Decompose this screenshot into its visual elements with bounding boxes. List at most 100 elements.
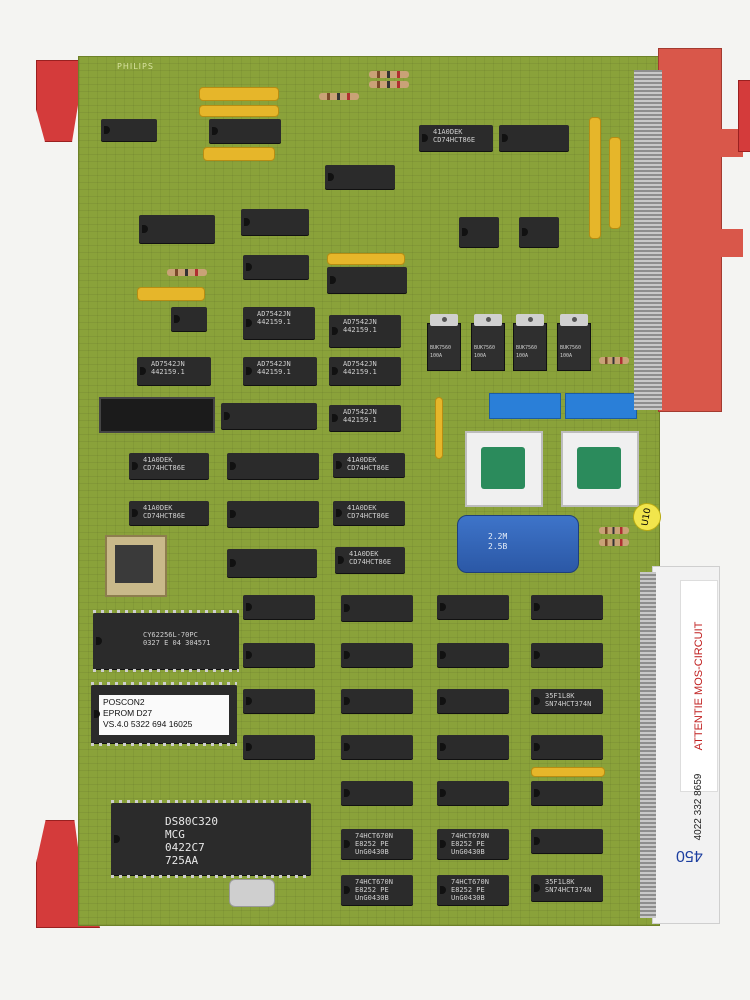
ic-chip	[437, 689, 509, 713]
chip-label: 41A0DEK CD74HCT86E	[347, 456, 390, 472]
transformer	[465, 431, 543, 507]
eprom-label: POSCON2 EPROM D27 VS.4.0 5322 694 16025	[99, 695, 229, 735]
regulator-transistor: BUK7560 100A	[557, 314, 591, 371]
chip-label: 35F1L8K SN74HCT374N	[545, 878, 592, 894]
warning-label: ATTENTIE MOS-CIRCUIT	[680, 580, 718, 792]
ic-chip	[531, 735, 603, 759]
regulator-transistor: BUK7560 100A	[427, 314, 461, 371]
ic-chip	[139, 215, 215, 243]
handwritten-number: 450	[676, 847, 703, 864]
ic-chip	[325, 165, 395, 189]
ic-chip: 41A0DEK CD74HCT86E	[333, 453, 405, 477]
chip-label: AD7542JN 442159.1	[343, 360, 377, 376]
resistor	[599, 357, 629, 364]
ic-chip	[531, 781, 603, 805]
resistor	[599, 539, 629, 546]
ic-chip: 41A0DEK CD74HCT86E	[333, 501, 405, 525]
regulator-transistor: BUK7560 100A	[471, 314, 505, 371]
ic-chip-hct670: 74HCT670N E8252 PE UnG0430B	[341, 875, 413, 905]
chip-label: 74HCT670N E8252 PE UnG0430B	[451, 832, 489, 856]
ic-chip	[101, 119, 157, 141]
ic-chip	[171, 307, 207, 331]
capacitor	[435, 397, 443, 459]
capacitor	[609, 137, 621, 229]
ic-chip	[531, 643, 603, 667]
ic-chip	[341, 643, 413, 667]
resistor	[599, 527, 629, 534]
eprom-label-line: POSCON2	[103, 697, 145, 707]
chip-label: AD7542JN 442159.1	[257, 360, 291, 376]
ic-chip	[227, 549, 317, 577]
ic-chip-ad7542: AD7542JN 442159.1	[329, 315, 401, 347]
ic-chip	[499, 125, 569, 151]
ic-chip	[227, 453, 319, 479]
ic-chip: 41A0DEK CD74HCT86E	[419, 125, 493, 151]
cpu-label-line: MCG	[165, 828, 185, 841]
capacitor	[203, 147, 275, 161]
ic-chip	[531, 829, 603, 853]
resistor	[369, 71, 409, 78]
plcc-socket	[105, 535, 167, 597]
ic-chip-hct670: 74HCT670N E8252 PE UnG0430B	[437, 875, 509, 905]
ic-chip	[243, 735, 315, 759]
ic-chip-374: 35F1L8K SN74HCT374N	[531, 875, 603, 901]
chip-label: 41A0DEK CD74HCT86E	[349, 550, 392, 566]
chip-label: 74HCT670N E8252 PE UnG0430B	[355, 878, 393, 902]
chip-label: 35F1L8K SN74HCT374N	[545, 692, 592, 708]
ic-chip-ad7542: AD7542JN 442159.1	[243, 307, 315, 339]
ic-chip-hct670: 74HCT670N E8252 PE UnG0430B	[437, 829, 509, 859]
film-capacitor	[489, 393, 561, 419]
ic-chip	[241, 209, 309, 235]
chip-label: 41A0DEK CD74HCT86E	[433, 128, 476, 144]
ic-chip: 41A0DEK CD74HCT86E	[129, 501, 209, 525]
ic-chip	[227, 501, 319, 527]
chip-label: 74HCT670N E8252 PE UnG0430B	[355, 832, 393, 856]
capacitor	[589, 117, 601, 239]
chip-label: AD7542JN 442159.1	[151, 360, 185, 376]
chip-label: BUK7560 100A	[430, 345, 452, 359]
ic-chip-hct670: 74HCT670N E8252 PE UnG0430B	[341, 829, 413, 859]
warning-text: ATTENTIE MOS-CIRCUIT	[693, 621, 705, 751]
electrolytic-capacitor: 2.2M 2.5B	[457, 515, 579, 573]
ic-chip	[341, 689, 413, 713]
cpu-label-line: 0422C7	[165, 841, 205, 854]
chip-label: 41A0DEK CD74HCT86E	[347, 504, 390, 520]
capacitor	[531, 767, 605, 777]
cpu-label-line: 725AA	[165, 854, 199, 867]
ic-chip	[531, 595, 603, 619]
eprom-label-line: VS.4.0 5322 694 16025	[103, 719, 193, 729]
pcb-board: PHILIPS 41A0DEK CD74HCT86E AD7542JN 4421…	[78, 56, 664, 926]
ic-chip-ad7542: AD7542JN 442159.1	[329, 357, 401, 385]
capacitor	[199, 87, 279, 101]
capacitor	[327, 253, 405, 265]
ic-chip	[519, 217, 559, 247]
ic-chip	[243, 595, 315, 619]
elco-label: 2.2M 2.5B	[488, 532, 508, 551]
ic-chip	[437, 781, 509, 805]
ic-chip: 41A0DEK CD74HCT86E	[335, 547, 405, 573]
ic-chip	[341, 781, 413, 805]
ic-chip	[341, 595, 413, 621]
ic-chip	[243, 643, 315, 667]
ic-chip-374: 35F1L8K SN74HCT374N	[531, 689, 603, 713]
chip-label: AD7542JN 442159.1	[257, 310, 291, 326]
transformer	[561, 431, 639, 507]
top-right-connector	[658, 48, 743, 412]
connector-pin-row	[634, 70, 662, 410]
ic-chip	[221, 403, 317, 429]
ic-socket	[99, 397, 215, 433]
brand-silkscreen: PHILIPS	[117, 62, 154, 71]
capacitor	[199, 105, 279, 117]
resistor	[319, 93, 359, 100]
chip-label: 74HCT670N E8252 PE UnG0430B	[451, 878, 489, 902]
ic-chip-ad7542: AD7542JN 442159.1	[137, 357, 211, 385]
ic-chip	[327, 267, 407, 293]
resistor	[369, 81, 409, 88]
ic-chip: 41A0DEK CD74HCT86E	[129, 453, 209, 479]
ic-chip	[437, 643, 509, 667]
chip-label: BUK7560 100A	[516, 345, 538, 359]
chip-label: AD7542JN 442159.1	[343, 318, 377, 334]
connector-pin-row	[640, 572, 656, 918]
chip-label: BUK7560 100A	[560, 345, 582, 359]
ic-chip	[437, 595, 509, 619]
